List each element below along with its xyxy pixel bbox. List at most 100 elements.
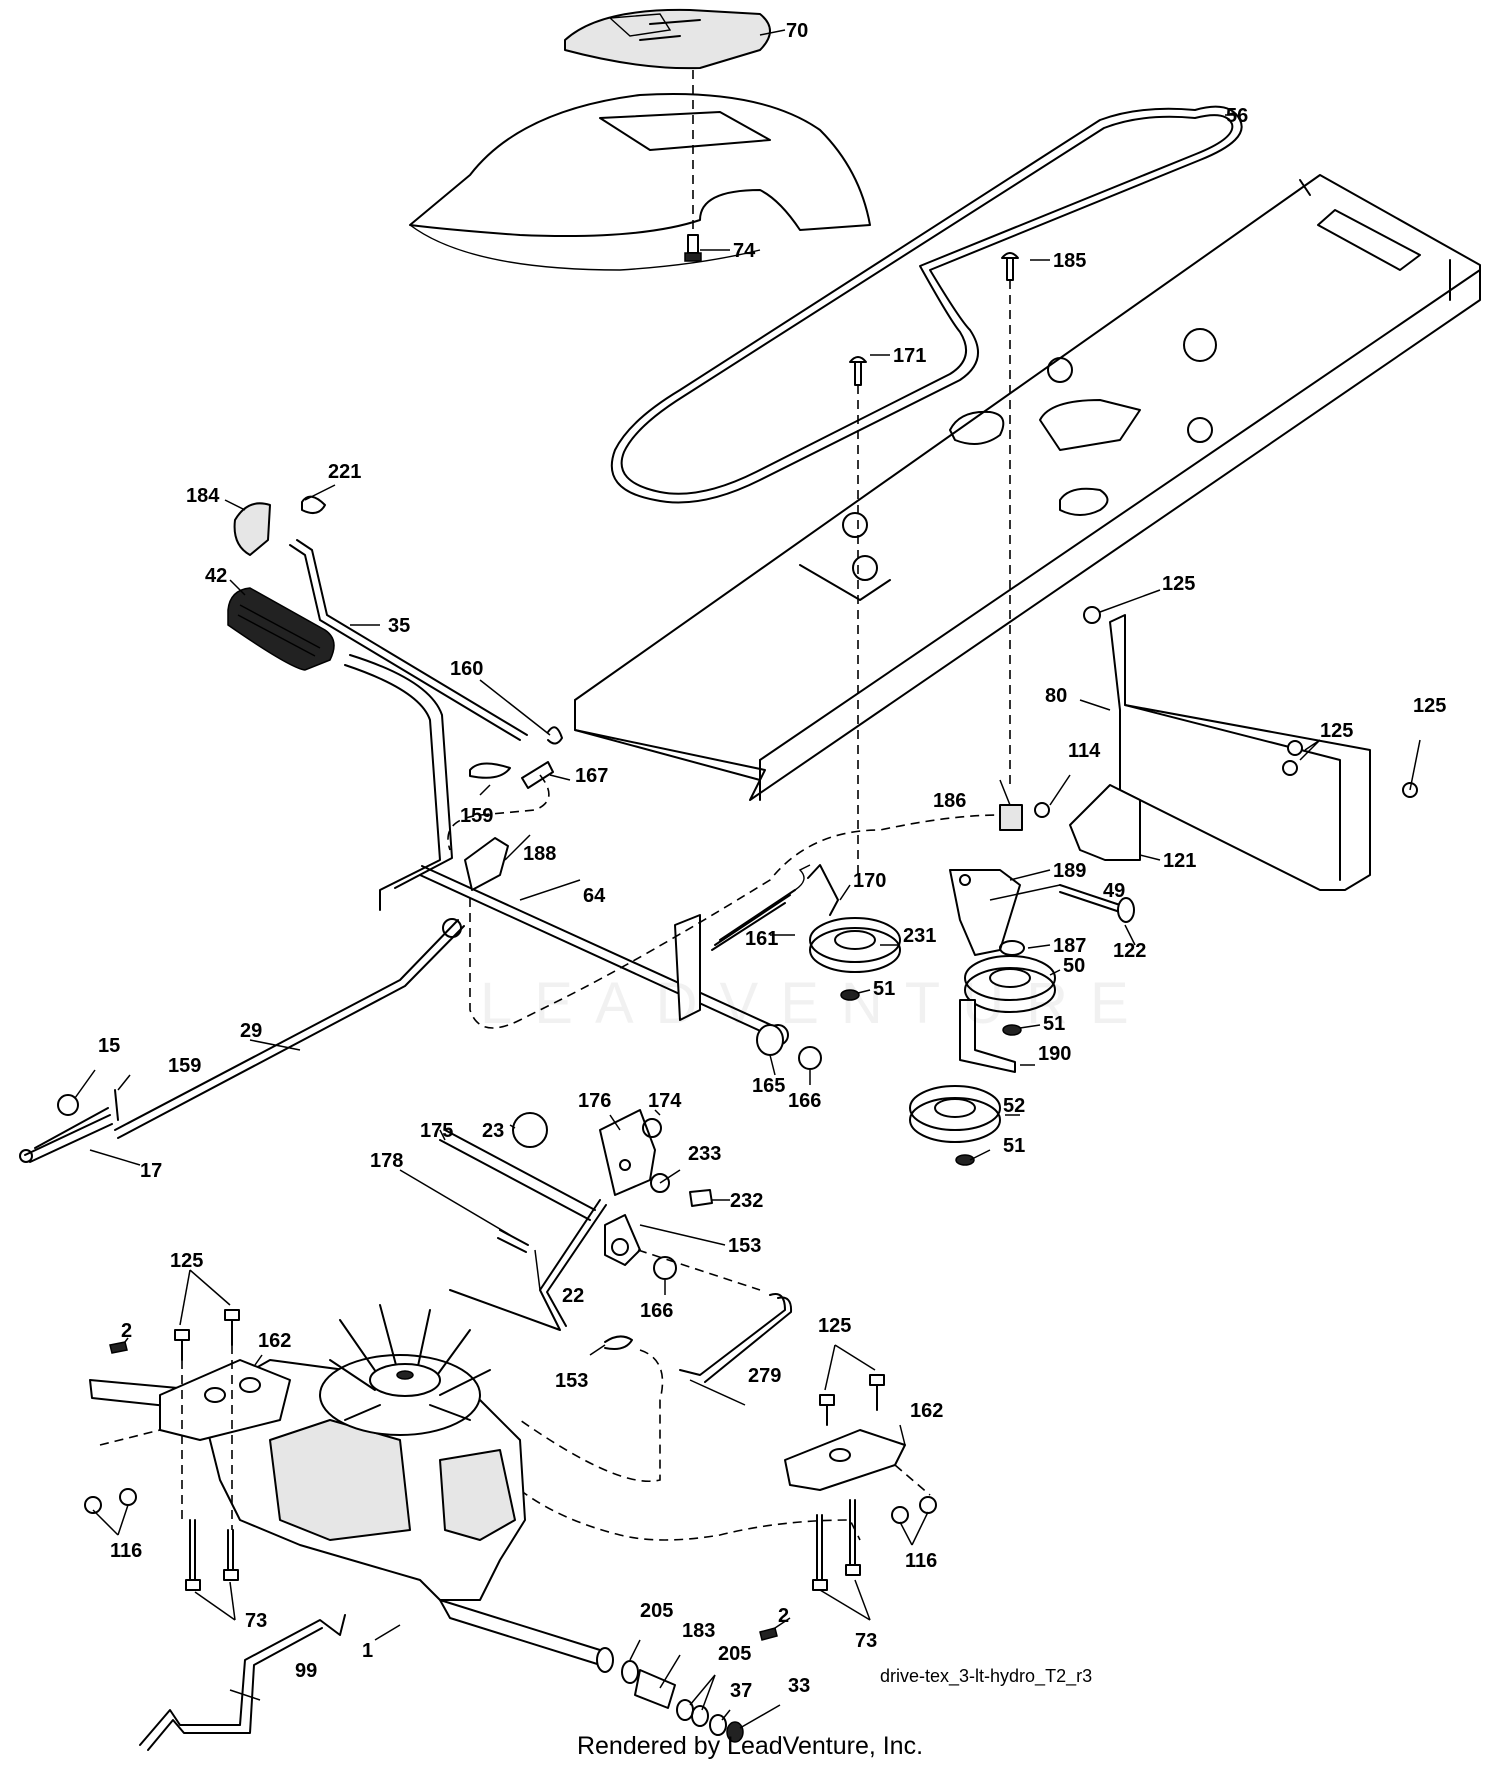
callout-160: 160 xyxy=(450,658,483,680)
control-rod-99 xyxy=(139,1614,346,1751)
callout-279: 279 xyxy=(748,1365,781,1387)
callout-80: 80 xyxy=(1045,685,1067,707)
washer-205a xyxy=(621,1660,639,1684)
lever-22 xyxy=(449,1199,607,1331)
carriage-bolt-171 xyxy=(849,356,867,386)
callout-165: 165 xyxy=(752,1075,785,1097)
callout-189: 189 xyxy=(1053,860,1086,882)
pivot-bracket-189 xyxy=(949,869,1021,956)
callout-166-upper: 166 xyxy=(788,1090,821,1112)
rod-279 xyxy=(679,1293,793,1383)
brake-lever-35 xyxy=(289,539,528,741)
callout-74: 74 xyxy=(733,240,756,262)
washer-174 xyxy=(642,1118,662,1138)
key-2a xyxy=(109,1341,128,1354)
carriage-bolt-185 xyxy=(1001,252,1019,281)
callout-170: 170 xyxy=(853,870,886,892)
bolts-125-transaxle xyxy=(174,1309,885,1426)
callout-22: 22 xyxy=(562,1285,584,1307)
callout-159-lower: 159 xyxy=(168,1055,201,1077)
routing-dash-b xyxy=(469,814,1001,1029)
footer-caption: Rendered by LeadVenture, Inc. xyxy=(576,1732,924,1760)
callout-153-lower: 153 xyxy=(555,1370,588,1392)
callout-52: 52 xyxy=(1003,1095,1025,1117)
bolts-73 xyxy=(185,1499,861,1591)
arm-bracket-153 xyxy=(604,1214,641,1266)
nut-51c xyxy=(955,1154,975,1166)
washer-233 xyxy=(650,1173,670,1193)
seat-pan-cover xyxy=(564,8,771,70)
callout-190: 190 xyxy=(1038,1043,1071,1065)
callout-125-plate: 125 xyxy=(1320,720,1353,742)
tension-spring-161 xyxy=(711,864,811,951)
callout-99: 99 xyxy=(295,1660,317,1682)
leader-dash-116-right xyxy=(894,1464,931,1496)
callout-2-right: 2 xyxy=(778,1605,789,1627)
callout-51-lower: 51 xyxy=(1003,1135,1025,1157)
cotter-pin-160 xyxy=(547,726,563,745)
cooling-fan xyxy=(319,1304,491,1436)
routing-dash-e xyxy=(519,1489,861,1541)
rod-175 xyxy=(439,1129,596,1221)
callout-70: 70 xyxy=(786,20,808,42)
side-plate xyxy=(1109,614,1371,891)
washer-187 xyxy=(999,940,1025,956)
nut-114 xyxy=(1034,802,1050,818)
callout-42: 42 xyxy=(205,565,227,587)
idler-bracket-190 xyxy=(959,999,1016,1073)
nut-51b xyxy=(1002,1024,1022,1036)
callout-175: 175 xyxy=(420,1120,453,1142)
link-167 xyxy=(521,761,554,789)
chassis-frame xyxy=(574,174,1481,801)
callout-51-middle: 51 xyxy=(1043,1013,1065,1035)
callout-188: 188 xyxy=(523,843,556,865)
callout-185: 185 xyxy=(1053,250,1086,272)
callout-73-right: 73 xyxy=(855,1630,877,1652)
callout-205-lower: 205 xyxy=(718,1643,751,1665)
callout-51-upper: 51 xyxy=(873,978,895,1000)
bolts-125-plate xyxy=(1083,606,1418,798)
nut-51a xyxy=(840,989,860,1001)
pedal-rod xyxy=(344,654,453,911)
callout-186: 186 xyxy=(933,790,966,812)
callout-159-upper: 159 xyxy=(460,805,493,827)
callout-162-left: 162 xyxy=(258,1330,291,1352)
extension-spring-17 xyxy=(19,1107,113,1163)
callout-176: 176 xyxy=(578,1090,611,1112)
bracket-121 xyxy=(1069,784,1141,861)
clip-184 xyxy=(233,502,271,556)
callout-1: 1 xyxy=(362,1640,373,1662)
callout-122: 122 xyxy=(1113,940,1146,962)
clip-153b xyxy=(604,1335,633,1350)
callout-125-frame: 125 xyxy=(1162,573,1195,595)
fender xyxy=(409,93,871,271)
idler-arm-170 xyxy=(807,864,839,916)
callout-125-plate-right: 125 xyxy=(1413,695,1446,717)
callout-73-left: 73 xyxy=(245,1610,267,1632)
callout-153-upper: 153 xyxy=(728,1235,761,1257)
cross-shaft-bracket xyxy=(464,837,509,891)
callout-221: 221 xyxy=(328,461,361,483)
callout-187: 187 xyxy=(1053,935,1086,957)
callout-231: 231 xyxy=(903,925,936,947)
callout-labels: 70 56 74 185 171 221 184 42 35 125 160 8… xyxy=(98,20,1446,1702)
bracket-176 xyxy=(599,1109,656,1196)
bushing-183 xyxy=(634,1669,676,1709)
callout-56: 56 xyxy=(1226,105,1248,127)
washer-166b xyxy=(653,1256,677,1280)
callout-125-right: 125 xyxy=(818,1315,851,1337)
callout-29: 29 xyxy=(240,1020,262,1042)
callout-184: 184 xyxy=(186,485,220,507)
knob-23 xyxy=(512,1112,548,1148)
callout-232: 232 xyxy=(730,1190,763,1212)
idler-pulley-50 xyxy=(964,955,1056,1013)
leader-dash-116-left xyxy=(99,1429,161,1446)
callout-37: 37 xyxy=(730,1680,752,1702)
callout-125-left: 125 xyxy=(170,1250,203,1272)
callout-64: 64 xyxy=(583,885,606,907)
nuts-116 xyxy=(84,1488,937,1524)
watermark-text: LEADVENTURE xyxy=(480,971,1151,1036)
callout-121: 121 xyxy=(1163,850,1196,872)
callout-2-left: 2 xyxy=(121,1320,132,1342)
